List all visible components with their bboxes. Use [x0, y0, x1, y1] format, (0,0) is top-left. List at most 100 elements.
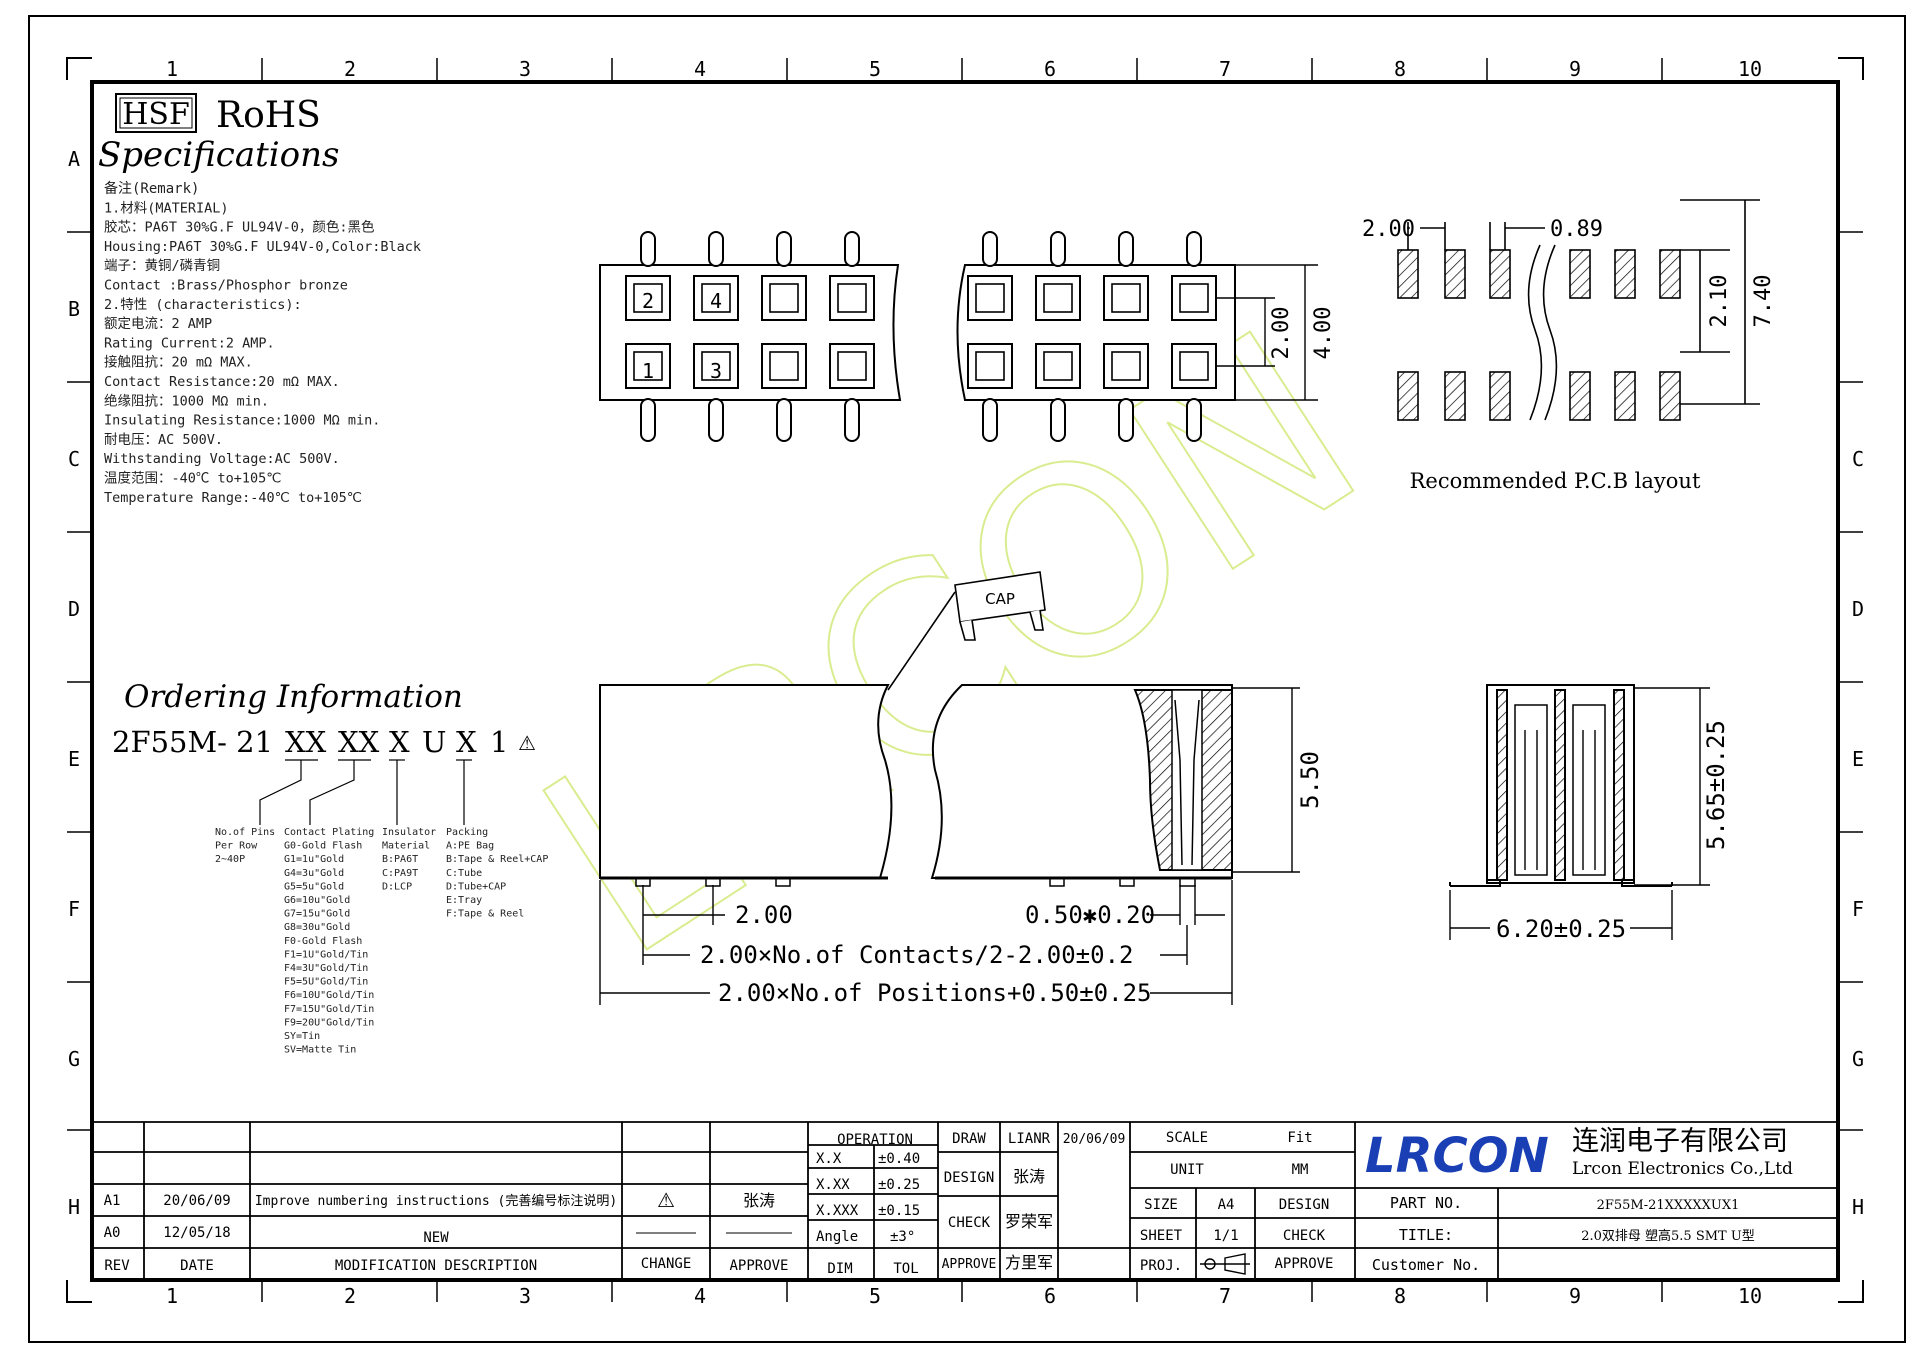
remark-line: 绝缘阻抗：1000 MΩ min. — [104, 393, 269, 409]
svg-text:APPROVE: APPROVE — [1274, 1256, 1333, 1272]
contact-cavity-inner — [701, 351, 731, 381]
front-pin-labels: 2 4 1 3 — [642, 289, 722, 383]
header-pin — [776, 231, 792, 267]
svg-text:10: 10 — [1738, 1284, 1762, 1308]
contact-cavity — [829, 343, 875, 389]
company-block: LRCON 连润电子有限公司 Lrcon Electronics Co.,Ltd — [1365, 1126, 1793, 1184]
svg-text:X.XXX: X.XXX — [816, 1203, 859, 1219]
header-pin — [776, 398, 792, 442]
svg-text:LIANR: LIANR — [1008, 1131, 1051, 1147]
svg-text:1: 1 — [166, 1284, 178, 1308]
svg-text:PROJ.: PROJ. — [1140, 1258, 1182, 1274]
contact-cavity — [1035, 275, 1081, 321]
svg-text:H: H — [1852, 1195, 1864, 1219]
svg-text:5: 5 — [869, 57, 881, 81]
pcb-pad — [1659, 371, 1681, 421]
svg-text:X: X — [389, 725, 410, 759]
specifications-title: Specifications — [98, 135, 339, 175]
ordering-legend-item: B:PA6T — [382, 854, 418, 865]
pcb-pad — [1444, 371, 1466, 421]
approvals-table: DRAW LIANR 20/06/09 DESIGN 张涛 CHECK 罗荣军 … — [942, 1131, 1126, 1272]
svg-text:2F55M-21XXXXXUX1: 2F55M-21XXXXXUX1 — [1597, 1198, 1740, 1213]
pcb-layout — [1397, 199, 1760, 421]
svg-text:2.0双排母 塑高5.5 SMT U型: 2.0双排母 塑高5.5 SMT U型 — [1581, 1228, 1755, 1244]
svg-text:UNIT: UNIT — [1170, 1162, 1204, 1178]
svg-text:NEW: NEW — [423, 1230, 449, 1246]
remark-line: 1.材料(MATERIAL) — [104, 200, 229, 216]
svg-text:SIZE: SIZE — [1144, 1197, 1178, 1213]
end-view — [1449, 684, 1673, 887]
remark-line: 接触阻抗：20 mΩ MAX. — [104, 354, 253, 371]
header-pin — [1186, 231, 1202, 267]
svg-text:MODIFICATION DESCRIPTION: MODIFICATION DESCRIPTION — [335, 1258, 537, 1274]
contact-cavity — [1171, 343, 1217, 389]
pcb-pad — [1614, 249, 1636, 299]
contact-cavity-inner — [701, 283, 731, 313]
ordering-legend-title: Insulator — [382, 827, 436, 838]
svg-text:C: C — [68, 447, 80, 471]
ordering-legend-item: G7=15u"Gold — [284, 909, 350, 920]
pcb-caption: Recommended P.C.B layout — [1410, 469, 1701, 493]
remark-line: Insulating Resistance:1000 MΩ min. — [104, 413, 380, 429]
svg-text:F: F — [68, 897, 80, 921]
contact-cavity — [967, 275, 1013, 321]
pcb-pad — [1397, 249, 1419, 299]
remark-line: 耐电压：AC 500V. — [104, 432, 223, 448]
svg-text:DESIGN: DESIGN — [1279, 1197, 1330, 1213]
header-pin — [1050, 231, 1066, 267]
contact-cavity-inner — [769, 283, 799, 313]
svg-text:12/05/18: 12/05/18 — [163, 1225, 230, 1241]
dim-pcb-pad: 0.89 — [1550, 217, 1603, 242]
company-name-en: Lrcon Electronics Co.,Ltd — [1572, 1159, 1793, 1179]
svg-text:6: 6 — [1044, 1284, 1056, 1308]
contact-cavity-inner — [1179, 283, 1209, 313]
contact-cavity-inner — [975, 283, 1005, 313]
svg-text:4: 4 — [694, 57, 706, 81]
remark-line: 温度范围：-40℃ to+105℃ — [104, 471, 281, 487]
svg-text:TOL: TOL — [893, 1261, 918, 1277]
svg-text:XX: XX — [285, 725, 327, 759]
svg-text:G: G — [68, 1047, 80, 1071]
svg-text:1: 1 — [166, 57, 178, 81]
ordering-legend-title: 2~40P — [215, 854, 245, 865]
svg-text:DRAW: DRAW — [952, 1131, 986, 1147]
svg-text:±3°: ±3° — [890, 1229, 915, 1245]
header-pin — [1186, 398, 1202, 442]
contact-cavity-inner — [1111, 351, 1141, 381]
dim-pcb-outer: 7.40 — [1751, 275, 1776, 328]
dim-front-pitch: 2.00 — [1269, 307, 1294, 360]
contact-cavity-inner — [837, 283, 867, 313]
svg-text:2: 2 — [642, 289, 654, 313]
header-pin — [640, 398, 656, 442]
front-dimensions — [1215, 264, 1318, 401]
svg-text:XX: XX — [338, 725, 380, 759]
svg-text:A4: A4 — [1218, 1197, 1235, 1213]
tolerance-table: OPERATION X.X±0.40 X.XX±0.25 X.XXX±0.15 … — [816, 1132, 920, 1277]
pcb-pad — [1489, 249, 1511, 299]
remark-line: Contact :Brass/Phosphor bronze — [104, 278, 348, 294]
svg-text:CHECK: CHECK — [1283, 1228, 1326, 1244]
header-pin — [708, 231, 724, 267]
outer-frame — [28, 15, 1906, 1343]
header-pin — [1118, 398, 1134, 442]
svg-text:3: 3 — [710, 359, 722, 383]
svg-text:E: E — [1852, 747, 1864, 771]
header-pin — [1050, 398, 1066, 442]
svg-text:X.XX: X.XX — [816, 1177, 850, 1193]
company-name-cn: 连润电子有限公司 — [1572, 1126, 1788, 1157]
ordering-legend-item: D:Tube+CAP — [446, 881, 506, 892]
svg-text:2: 2 — [344, 57, 356, 81]
svg-text:CHECK: CHECK — [948, 1215, 991, 1231]
svg-text:⚠: ⚠ — [657, 1188, 675, 1212]
pcb-pad — [1397, 371, 1419, 421]
svg-text:8: 8 — [1394, 1284, 1406, 1308]
svg-text:张涛: 张涛 — [1013, 1167, 1045, 1186]
header-pin — [844, 398, 860, 442]
ordering-legend-item: C:PA9T — [382, 868, 418, 879]
svg-text:5: 5 — [869, 1284, 881, 1308]
svg-text:±0.25: ±0.25 — [878, 1177, 920, 1193]
part-info-table: PART NO. 2F55M-21XXXXXUX1 TITLE: 2.0双排母 … — [1372, 1194, 1755, 1274]
svg-text:Improve numbering instructions: Improve numbering instructions (完善编号标注说明… — [255, 1193, 617, 1209]
